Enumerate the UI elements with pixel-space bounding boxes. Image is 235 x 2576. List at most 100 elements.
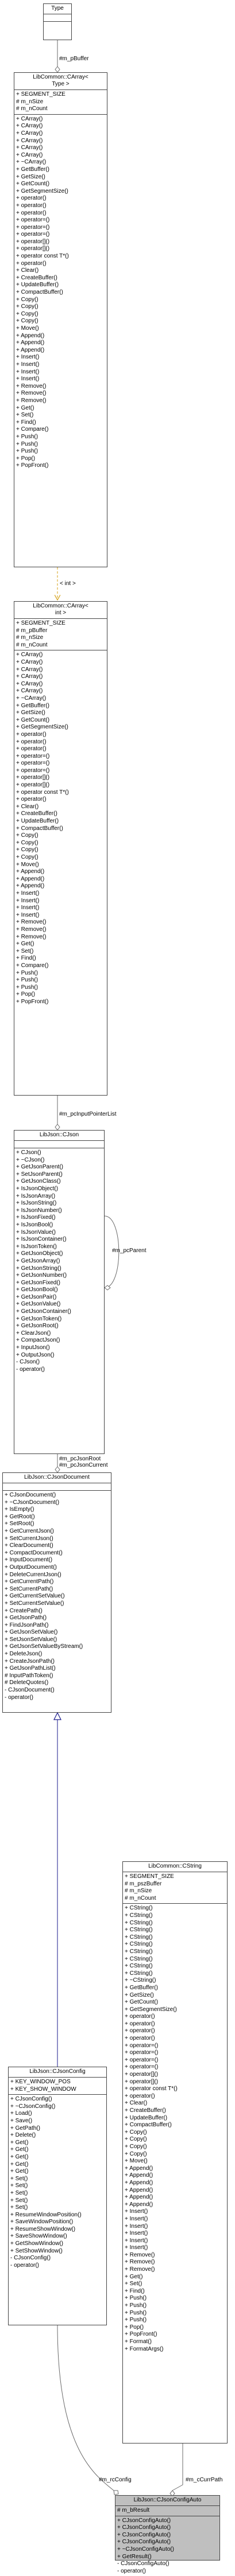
- operation-row: + IsJsonContainer(): [16, 1236, 67, 1243]
- operation-row: + SetJsonParent(): [16, 1171, 63, 1178]
- class-cjson[interactable]: LibJson::CJson + CJson()+ ~CJson()+ GetJ…: [14, 1130, 105, 1454]
- attributes-section: + SEGMENT_SIZE# m_pszBuffer# m_nSize# m_…: [123, 1872, 227, 1904]
- operation-row: + Set(): [16, 948, 34, 954]
- operation-row: + ~CArray(): [16, 159, 47, 166]
- operation-row: + CreateBuffer(): [125, 2107, 166, 2114]
- class-title: LibCommon::CString: [123, 1862, 227, 1872]
- operation-row: + Push(): [16, 448, 38, 455]
- operation-row: + Copy(): [16, 318, 38, 325]
- attribute-row: # m_nCount: [16, 641, 48, 648]
- operation-row: + OutputJson(): [16, 1351, 55, 1358]
- operation-row: + Set(): [125, 2281, 142, 2287]
- operation-row: + Insert(): [16, 354, 40, 361]
- class-carray-int[interactable]: LibCommon::CArray< int > + SEGMENT_SIZE#…: [14, 601, 107, 1096]
- operation-row: + SetCurrentJson(): [5, 1535, 53, 1542]
- operation-row: + CString(): [125, 1948, 153, 1955]
- operation-row: + GetJsonObject(): [16, 1250, 63, 1257]
- operation-row: + Get(): [16, 404, 34, 411]
- operation-row: + InputDocument(): [5, 1557, 53, 1564]
- operation-row: + Copy(): [16, 847, 38, 854]
- operation-row: + operator=(): [125, 2049, 159, 2056]
- operation-row: + CArray(): [16, 115, 43, 122]
- operation-row: + Remove(): [125, 2251, 155, 2258]
- operation-row: + Move(): [125, 2158, 148, 2165]
- operation-row: - operator(): [117, 2567, 147, 2574]
- attributes-section: [14, 1141, 104, 1148]
- operation-row: + GetJsonPathList(): [5, 1665, 56, 1672]
- attributes-section: [3, 1483, 111, 1491]
- operation-row: + CString(): [125, 1934, 153, 1940]
- operation-row: + GetShowWindow(): [10, 2240, 63, 2247]
- operation-row: + CompactBuffer(): [16, 825, 63, 832]
- operation-row: + GetBuffer(): [16, 166, 49, 173]
- attributes-section: # m_bResult: [115, 2506, 219, 2516]
- operation-row: + Push(): [125, 2295, 147, 2302]
- edge-label-root-current: #m_pcJsonRoot #m_pcJsonCurrent: [59, 1456, 108, 1468]
- operation-row: + SetCurrentPath(): [5, 1585, 53, 1592]
- edge-config: [57, 2325, 114, 2491]
- attribute-row: + SEGMENT_SIZE: [16, 91, 66, 98]
- operation-row: + CArray(): [16, 652, 43, 658]
- operation-row: + Remove(): [16, 933, 47, 940]
- operation-row: + Clear(): [16, 267, 39, 274]
- operation-row: + Format(): [125, 2339, 152, 2345]
- operation-row: + CArray(): [16, 145, 43, 151]
- operation-row: + GetCount(): [125, 1999, 159, 2006]
- operation-row: + Copy(): [125, 2136, 147, 2143]
- operation-row: + GetJsonSetValue(): [5, 1629, 58, 1636]
- operation-row: + operator[](): [125, 2071, 159, 2078]
- operation-row: + SaveShowWindow(): [10, 2233, 67, 2240]
- operation-row: + Insert(): [16, 897, 40, 904]
- operation-row: + operator(): [16, 746, 47, 753]
- operation-row: + CJsonConfigAuto(): [117, 2524, 171, 2531]
- operation-row: + IsEmpty(): [5, 1506, 34, 1513]
- attribute-row: # m_bResult: [117, 2507, 150, 2513]
- operation-row: + InputJson(): [16, 1344, 50, 1351]
- operations-section: + CJsonConfigAuto()+ CJsonConfigAuto()+ …: [115, 2516, 219, 2576]
- operation-row: + GetJsonPath(): [5, 1615, 47, 1622]
- attribute-row: + KEY_SHOW_WINDOW: [10, 2086, 76, 2092]
- operation-row: + operator const T*(): [125, 2086, 178, 2092]
- operation-row: + Insert(): [125, 2208, 148, 2215]
- class-carray-type[interactable]: LibCommon::CArray< Type > + SEGMENT_SIZE…: [14, 72, 107, 567]
- operation-row: + Insert(): [125, 2223, 148, 2230]
- operation-row: + GetSize(): [125, 1992, 154, 1998]
- operation-row: + operator=(): [16, 760, 50, 767]
- operations-section: [44, 22, 71, 29]
- class-type[interactable]: Type: [43, 3, 72, 40]
- operation-row: + Get(): [10, 2168, 29, 2175]
- operation-row: + operator(): [16, 731, 47, 738]
- attribute-row: # m_pszBuffer: [125, 1880, 162, 1887]
- operation-row: + CString(): [125, 1963, 153, 1970]
- class-title: LibJson::CJson: [14, 1131, 104, 1141]
- operation-row: + Append(): [125, 2172, 153, 2179]
- class-cstring[interactable]: LibCommon::CString + SEGMENT_SIZE# m_psz…: [122, 1861, 228, 2444]
- operation-row: + CArray(): [16, 666, 43, 673]
- operation-row: + Clear(): [16, 803, 39, 810]
- operation-row: + operator(): [125, 2092, 155, 2099]
- operation-row: - operator(): [5, 1694, 34, 1701]
- operation-row: + operator(): [125, 2028, 155, 2035]
- operation-row: + operator(): [16, 260, 47, 267]
- operation-row: + IsJsonToken(): [16, 1243, 57, 1250]
- operation-row: + Append(): [16, 883, 45, 890]
- operation-row: + IsJsonArray(): [16, 1192, 56, 1199]
- operation-row: + Insert(): [16, 911, 40, 918]
- operation-row: - CJson(): [16, 1359, 40, 1366]
- operation-row: + ClearDocument(): [5, 1542, 53, 1549]
- operation-row: + UpdateBuffer(): [125, 2114, 168, 2121]
- operation-row: + Get(): [125, 2273, 143, 2280]
- operation-row: + GetPath(): [10, 2125, 40, 2131]
- class-cjsonconfig[interactable]: LibJson::CJsonConfig + KEY_WINDOW_POS+ K…: [8, 2067, 107, 2325]
- operation-row: + UpdateBuffer(): [16, 818, 59, 825]
- operation-row: + Push(): [125, 2309, 147, 2316]
- attribute-row: + SEGMENT_SIZE: [125, 1873, 174, 1880]
- operation-row: - CJsonConfig(): [10, 2255, 51, 2262]
- operation-row: + CompactBuffer(): [125, 2122, 172, 2129]
- class-cjsondocument[interactable]: LibJson::CJsonDocument + CJsonDocument()…: [2, 1472, 111, 1713]
- operation-row: + Set(): [10, 2175, 28, 2182]
- class-cjsonconfigauto[interactable]: LibJson::CJsonConfigAuto # m_bResult + C…: [115, 2495, 220, 2574]
- operation-row: + operator=(): [16, 767, 50, 774]
- operation-row: + GetRoot(): [5, 1513, 35, 1520]
